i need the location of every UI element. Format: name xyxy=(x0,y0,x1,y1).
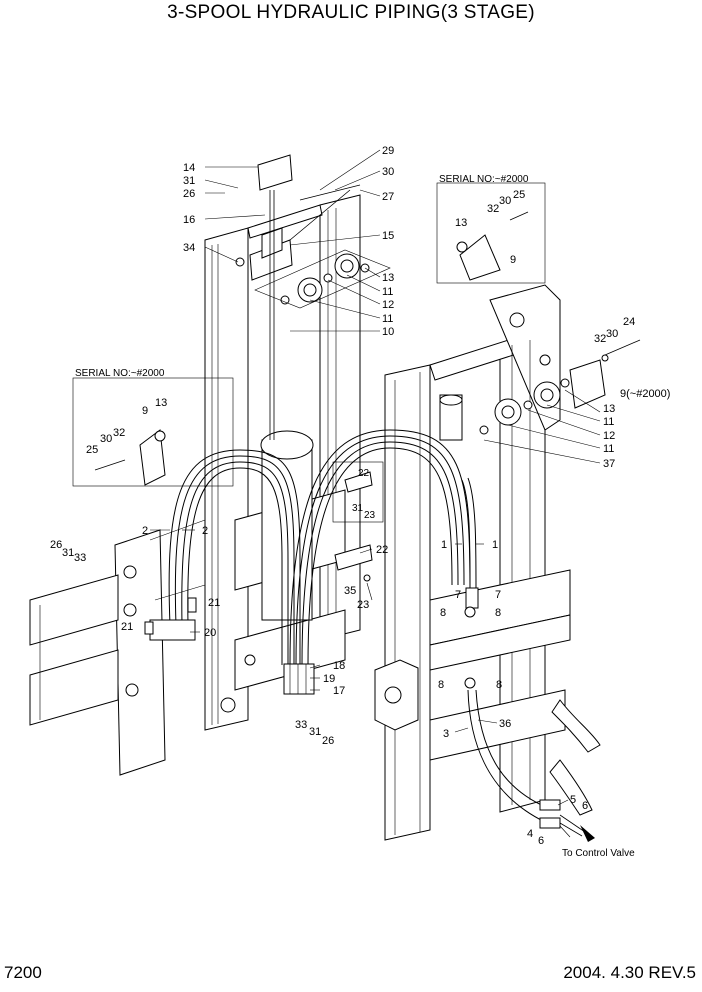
part-label: 9 xyxy=(510,254,516,266)
part-label: 4 xyxy=(527,828,533,840)
part-label: 15 xyxy=(382,230,394,242)
rear-mast xyxy=(204,194,361,731)
detail-inset-22 xyxy=(332,461,384,582)
part-label: 20 xyxy=(204,627,216,639)
top-bracket-assembly xyxy=(249,154,391,440)
part-label: 11 xyxy=(382,313,393,325)
part-label: 11 xyxy=(603,443,614,455)
part-label: 33 xyxy=(74,552,86,564)
part-label: 1 xyxy=(441,539,447,551)
part-label: 2 xyxy=(202,525,208,537)
part-label: 30 xyxy=(499,195,511,207)
part-label: 21 xyxy=(121,621,133,633)
part-label: 8 xyxy=(496,679,502,691)
part-label: 7 xyxy=(495,589,501,601)
part-label: 7 xyxy=(455,589,461,601)
serial-inset-left xyxy=(72,377,234,487)
front-mast xyxy=(374,284,601,841)
part-label: 11 xyxy=(603,416,614,428)
part-label: 32 xyxy=(594,333,606,345)
part-labels: 29 30 27 14 31 26 16 15 34 13 11 12 11 1… xyxy=(50,145,670,859)
part-label: 22 xyxy=(376,544,388,556)
part-label: 11 xyxy=(382,286,393,298)
part-label: 10 xyxy=(382,326,394,338)
part-label: 24 xyxy=(623,316,635,328)
fittings xyxy=(144,587,595,842)
part-label: 33 xyxy=(295,719,307,731)
part-label: 31 xyxy=(62,547,74,559)
part-label: 37 xyxy=(603,458,615,470)
part-label: 19 xyxy=(323,673,335,685)
part-label: 27 xyxy=(382,191,394,203)
serial-note-left: SERIAL NO:~#2000 xyxy=(75,368,165,379)
page-title: 3-SPOOL HYDRAULIC PIPING(3 STAGE) xyxy=(167,2,535,23)
part-label: 13 xyxy=(455,217,467,229)
right-top-bracket xyxy=(479,339,641,435)
part-label: 26 xyxy=(50,539,62,551)
part-label: 22 xyxy=(358,468,370,479)
hydraulic-hoses xyxy=(168,429,549,823)
revision-date: 2004. 4.30 REV.5 xyxy=(563,963,696,982)
part-label: 30 xyxy=(100,433,112,445)
part-label: 26 xyxy=(183,188,195,200)
part-label: 26 xyxy=(322,735,334,747)
part-label: 13 xyxy=(382,272,394,284)
part-label: 8 xyxy=(440,607,446,619)
part-label: 31 xyxy=(352,503,364,514)
leader-lines xyxy=(150,149,601,838)
part-label: 17 xyxy=(333,685,345,697)
part-label: 36 xyxy=(499,718,511,730)
part-label: 12 xyxy=(603,430,615,442)
part-label: 5 xyxy=(570,794,576,806)
part-label: 6 xyxy=(538,835,544,847)
part-label: 13 xyxy=(155,397,167,409)
part-label: 9 xyxy=(142,405,148,417)
part-label: 13 xyxy=(603,403,615,415)
part-label: 31 xyxy=(183,175,195,187)
serial-inset-right xyxy=(436,182,546,284)
part-label: 8 xyxy=(438,679,444,691)
part-label: 23 xyxy=(357,599,369,611)
page-number: 7200 xyxy=(4,963,42,982)
fork-carriage xyxy=(29,519,206,776)
part-label: 30 xyxy=(606,328,618,340)
part-label: 18 xyxy=(333,660,345,672)
part-label: 35 xyxy=(344,585,356,597)
part-label: 25 xyxy=(86,444,98,456)
part-label: 31 xyxy=(309,726,321,738)
part-label: 23 xyxy=(364,510,376,521)
part-label: 34 xyxy=(183,242,195,254)
serial-note-right: SERIAL NO:~#2000 xyxy=(439,174,529,185)
part-label: 3 xyxy=(443,728,449,740)
part-label: 12 xyxy=(382,299,394,311)
part-label: 8 xyxy=(495,607,501,619)
part-label: 29 xyxy=(382,145,394,157)
to-control-valve-label: To Control Valve xyxy=(562,848,635,859)
part-label: 1 xyxy=(492,539,498,551)
part-label: 32 xyxy=(113,427,125,439)
part-label: 9(~#2000) xyxy=(620,388,670,400)
part-label: 6 xyxy=(582,800,588,812)
part-label: 21 xyxy=(208,597,220,609)
part-label: 30 xyxy=(382,166,394,178)
part-label: 16 xyxy=(183,214,195,226)
part-label: 2 xyxy=(142,525,148,537)
part-label: 14 xyxy=(183,162,195,174)
part-label: 32 xyxy=(487,203,499,215)
part-label: 25 xyxy=(513,189,525,201)
